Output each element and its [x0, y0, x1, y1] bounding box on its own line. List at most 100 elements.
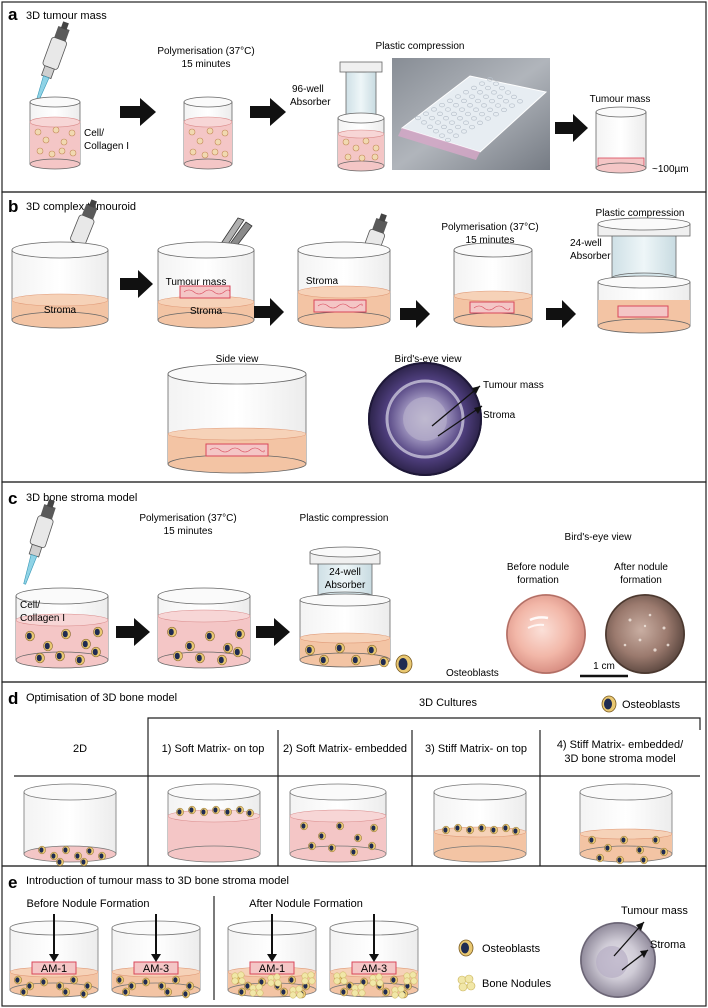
plate-well: [479, 111, 485, 117]
osteoblast-icon: [319, 654, 329, 666]
osteoblast-icon: [454, 823, 462, 833]
osteoblast-icon: [390, 975, 398, 985]
osteoblast-icon: [235, 628, 245, 640]
osteoblast-icon: [38, 845, 46, 855]
plate-well: [463, 90, 469, 95]
panel-c-cell-label-1: Cell/: [20, 600, 40, 611]
beaker-a3: [337, 112, 385, 172]
osteoblast-icon: [660, 847, 668, 857]
plate-well: [503, 99, 509, 104]
osteoblast-icon: [601, 695, 617, 713]
plate-well: [505, 90, 511, 95]
bone-nodule-icon: [403, 971, 418, 985]
beaker-e4: AM-3: [329, 914, 419, 999]
panel-c-birds-eye-view: Bird's-eye view: [565, 532, 633, 543]
osteoblast-icon: [238, 987, 246, 997]
osteoblast-icon: [318, 831, 326, 841]
osteoblast-icon: [172, 975, 180, 985]
osteoblast-icon: [35, 652, 45, 664]
bone-nodule-icon: [249, 983, 264, 997]
osteoblast-icon: [604, 843, 612, 853]
bone-nodule-icon: [369, 973, 384, 987]
osteoblast-icon: [14, 975, 22, 985]
panel-e-title: Introduction of tumour mass to 3D bone s…: [26, 875, 289, 887]
beaker-b-side: [167, 363, 307, 474]
panel-c-title: 3D bone stroma model: [26, 492, 137, 504]
panel-e-tumour-mass: Tumour mass: [621, 905, 688, 917]
osteoblast-icon: [75, 654, 85, 666]
beaker-b5: [597, 275, 691, 334]
osteoblast-icon: [512, 826, 520, 836]
panel-b-tumour-mass-2: Tumour mass: [483, 380, 544, 391]
cultures-bracket: [147, 717, 701, 730]
osteoblast-icon: [350, 847, 358, 857]
osteoblast-icon: [368, 841, 376, 851]
plate-well: [491, 90, 497, 95]
plate-well: [429, 115, 435, 121]
panel-b-plastic-compression: Plastic compression: [596, 208, 685, 219]
plate-well: [481, 103, 487, 108]
panel-c-before-2: formation: [517, 575, 559, 586]
osteoblast-icon: [636, 845, 644, 855]
osteoblast-icon: [173, 650, 183, 662]
panel-b-stroma-2: Stroma: [190, 306, 223, 317]
plate-well: [495, 103, 501, 108]
panel-d-col-2: 2) Soft Matrix- embedded: [283, 743, 407, 755]
osteoblast-icon: [55, 650, 65, 662]
panel-b-stroma-1: Stroma: [44, 305, 77, 316]
panel-d-col-4b: 3D bone stroma model: [564, 753, 675, 765]
panel-b-polymerisation-2: 15 minutes: [466, 235, 515, 246]
bone-nodule-icon: [333, 971, 348, 985]
osteoblasts-d: [38, 805, 668, 867]
plate-well: [465, 111, 471, 117]
osteoblast-icon: [351, 654, 361, 666]
osteoblast-icon: [300, 821, 308, 831]
arrow-icon: [116, 618, 150, 646]
osteoblast-icon: [233, 646, 243, 658]
osteoblast-icon: [80, 857, 88, 867]
osteoblast-icon: [142, 977, 150, 987]
plate-well: [439, 102, 445, 108]
panel-b-stroma-3: Stroma: [306, 276, 339, 287]
plate-well: [445, 107, 451, 112]
osteoblast-icon: [122, 987, 130, 997]
osteoblast-icon: [80, 989, 88, 999]
plate-well: [453, 133, 459, 138]
osteoblast-icon: [458, 939, 474, 957]
arrow-icon: [546, 300, 576, 328]
dish-after-photo: [605, 594, 685, 674]
beaker-a1: [29, 96, 81, 170]
plate-well: [479, 81, 485, 86]
osteoblast-icon: [205, 630, 215, 642]
osteoblast-icon: [182, 989, 190, 999]
plate-well: [487, 77, 493, 82]
beaker-e1: AM-1: [9, 914, 99, 999]
beaker-e3: AM-1: [227, 914, 317, 999]
plate-well: [447, 129, 453, 134]
dish-before-photo: [506, 594, 586, 674]
panel-e-letter: e: [8, 873, 17, 892]
panel-a-plastic-compression: Plastic compression: [376, 41, 465, 52]
panel-a-polymerisation-1: Polymerisation (37°C): [157, 46, 254, 57]
plate-well: [449, 120, 455, 125]
panel-a: a 3D tumour mass Cell/ Collagen I: [8, 5, 689, 175]
birds-eye-photo-e: [580, 921, 656, 998]
beaker-c3: [299, 593, 391, 668]
osteoblast-icon: [74, 851, 82, 861]
plate-well: [451, 111, 457, 117]
well-plate-photo: [392, 58, 550, 170]
birds-eye-photo-b: [368, 362, 483, 476]
osteoblast-icon: [200, 807, 208, 817]
plate-well: [453, 103, 459, 108]
osteoblast-icon: [502, 823, 510, 833]
plate-well: [487, 107, 493, 112]
osteoblast-icon: [305, 644, 315, 656]
arrow-icon: [120, 98, 156, 126]
osteoblast-icon: [26, 981, 34, 991]
panel-c-before-1: Before nodule: [507, 562, 570, 573]
osteoblast-icon: [223, 642, 233, 654]
osteoblast-icon: [288, 975, 296, 985]
osteoblast-icon: [478, 823, 486, 833]
panel-c-letter: c: [8, 489, 17, 508]
